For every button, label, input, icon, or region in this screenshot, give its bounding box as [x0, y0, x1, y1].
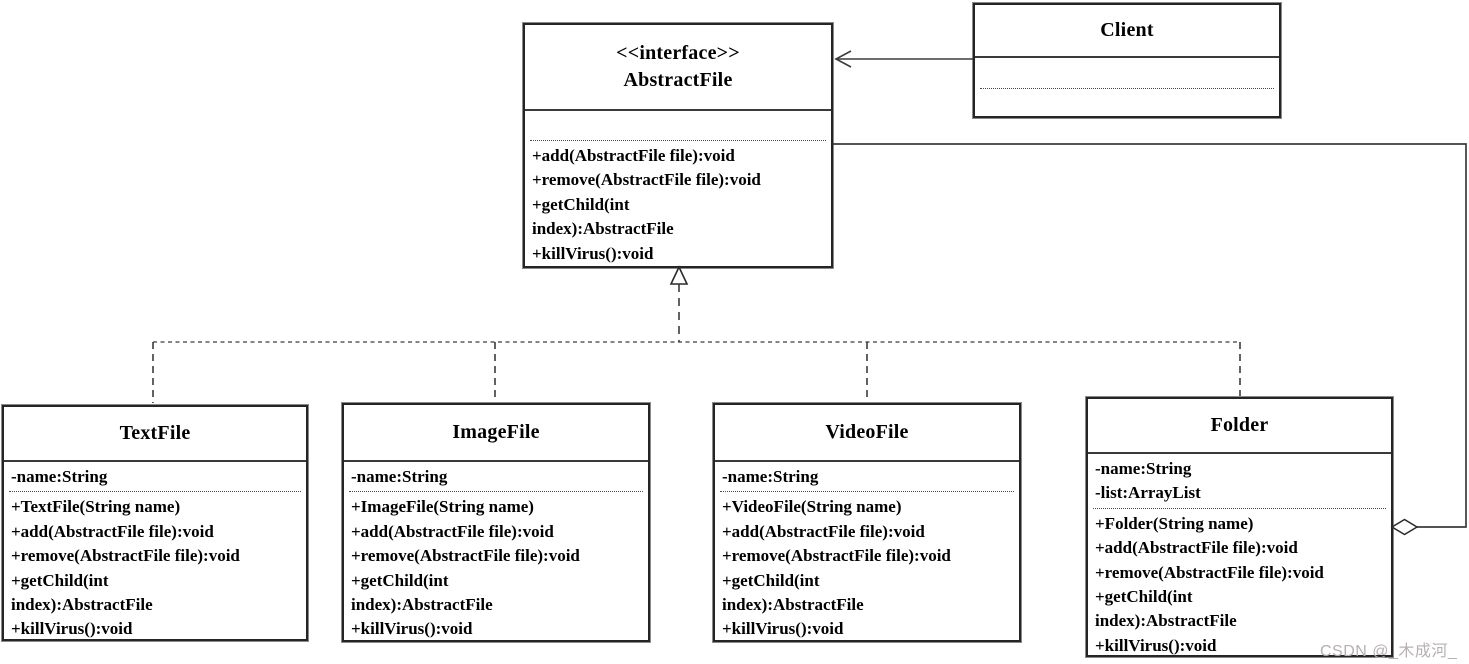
- class-videofile: VideoFile -name:String +VideoFile(String…: [713, 403, 1021, 642]
- aggregation-diamond-icon: [1390, 518, 1419, 536]
- attributes-compartment: [975, 58, 1279, 86]
- member-line: +killVirus():void: [351, 619, 473, 639]
- member-line: +remove(AbstractFile file):void: [11, 546, 240, 566]
- methods-compartment: [975, 89, 1279, 92]
- class-imagefile: ImageFile -name:String +ImageFile(String…: [342, 403, 650, 642]
- member-line: index):AbstractFile: [351, 595, 493, 615]
- member-line: +remove(AbstractFile file):void: [1095, 562, 1324, 582]
- member-line: +getChild(int: [1095, 587, 1193, 607]
- class-name: VideoFile: [825, 421, 909, 443]
- watermark-text: CSDN @_木成河_: [1320, 643, 1458, 660]
- compartment-divider: [530, 140, 826, 141]
- methods-compartment: +add(AbstractFile file):void +remove(Abst…: [525, 141, 831, 266]
- methods-compartment: +Folder(String name) +add(AbstractFile fi…: [1088, 509, 1391, 658]
- member-line: index):AbstractFile: [11, 595, 153, 615]
- attributes-compartment: -name:String: [4, 462, 306, 489]
- member-line: +add(AbstractFile file):void: [1095, 538, 1298, 558]
- member-line: +killVirus():void: [532, 243, 654, 263]
- attributes-compartment: -name:String -list:ArrayList: [1088, 454, 1391, 506]
- member-line: +add(AbstractFile file):void: [722, 521, 925, 541]
- class-client: Client: [973, 3, 1281, 118]
- class-name: Client: [1100, 19, 1154, 41]
- client-association-connector: [834, 50, 973, 68]
- member-line: +getChild(int: [722, 570, 820, 590]
- member-line: +add(AbstractFile file):void: [532, 146, 735, 165]
- class-videofile-title: VideoFile: [715, 405, 1019, 462]
- attributes-compartment: -name:String: [715, 462, 1019, 489]
- class-textfile-title: TextFile: [4, 407, 306, 462]
- member-line: +getChild(int: [11, 570, 109, 590]
- methods-compartment: +TextFile(String name) +add(AbstractFile …: [4, 492, 306, 641]
- attributes-compartment: [525, 111, 831, 138]
- class-textfile: TextFile -name:String +TextFile(String n…: [2, 405, 308, 641]
- class-imagefile-title: ImageFile: [344, 405, 648, 462]
- class-stereotype: <<interface>>: [616, 42, 740, 64]
- member-line: index):AbstractFile: [532, 219, 674, 239]
- member-line: index):AbstractFile: [722, 595, 864, 615]
- member-line: -list:ArrayList: [1095, 483, 1201, 503]
- class-name: Folder: [1210, 414, 1269, 436]
- member-line: +VideoFile(String name): [722, 497, 902, 517]
- member-line: +add(AbstractFile file):void: [11, 521, 214, 541]
- member-line: +Folder(String name): [1095, 513, 1254, 533]
- member-line: +killVirus():void: [722, 619, 844, 639]
- compartment-divider: [349, 491, 643, 493]
- methods-compartment: +VideoFile(String name) +add(AbstractFile…: [715, 492, 1019, 641]
- compartment-divider: [9, 491, 301, 493]
- member-line: +remove(AbstractFile file):void: [351, 546, 580, 566]
- member-line: +ImageFile(String name): [351, 497, 534, 517]
- member-line: -name:String: [722, 467, 819, 486]
- class-abstractfile-title: <<interface>> AbstractFile: [525, 25, 831, 111]
- member-line: +add(AbstractFile file):void: [351, 521, 554, 541]
- member-line: +TextFile(String name): [11, 497, 181, 517]
- member-line: +killVirus():void: [11, 619, 133, 639]
- attributes-compartment: -name:String: [344, 462, 648, 489]
- class-name: ImageFile: [452, 421, 540, 443]
- open-arrow-icon: [834, 50, 852, 68]
- realization-connector: [152, 265, 1241, 403]
- class-name: TextFile: [119, 422, 191, 444]
- class-folder: Folder -name:String -list:ArrayList +Fold…: [1086, 397, 1393, 657]
- compartment-divider: [980, 88, 1274, 89]
- class-name: AbstractFile: [623, 69, 733, 91]
- member-line: -name:String: [11, 467, 108, 486]
- methods-compartment: +ImageFile(String name) +add(AbstractFile…: [344, 492, 648, 641]
- class-folder-title: Folder: [1088, 399, 1391, 454]
- member-line: index):AbstractFile: [1095, 611, 1237, 631]
- class-client-title: Client: [975, 5, 1279, 58]
- member-line: +getChild(int: [532, 194, 630, 214]
- member-line: +killVirus():void: [1095, 635, 1217, 655]
- member-line: +remove(AbstractFile file):void: [532, 170, 761, 190]
- member-line: +getChild(int: [351, 570, 449, 590]
- class-abstractfile: <<interface>> AbstractFile +add(Abstract…: [523, 23, 833, 268]
- hollow-triangle-arrow-icon: [669, 265, 689, 285]
- member-line: -name:String: [351, 467, 448, 486]
- member-line: +remove(AbstractFile file):void: [722, 546, 951, 566]
- member-line: -name:String: [1095, 459, 1192, 478]
